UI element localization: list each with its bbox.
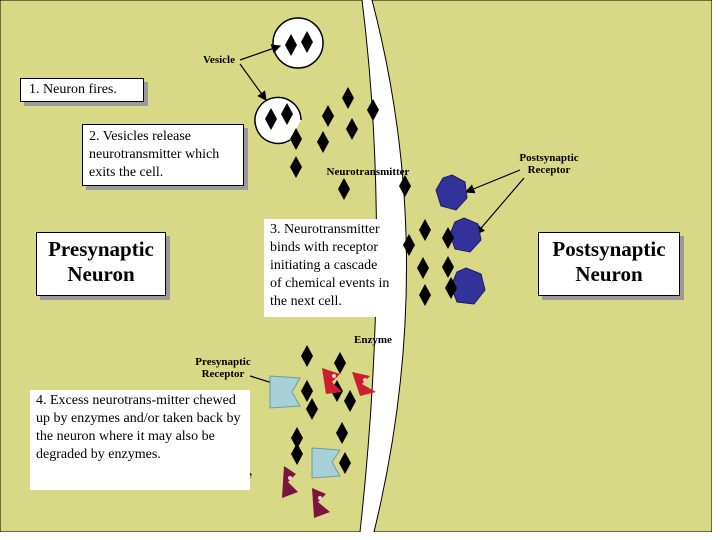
diamond-molecule-icon: [290, 128, 302, 150]
diamond-molecule-icon: [344, 390, 356, 412]
receptor-arrow-2: [475, 177, 525, 235]
pacman-enzyme-icon: [312, 488, 330, 518]
diamond-molecule-icon: [334, 352, 346, 374]
diamond-molecule-icon: [265, 108, 277, 130]
diamond-molecule-icon: [346, 118, 358, 140]
step-3-text: 3. Neurotransmitter binds with receptor …: [270, 222, 390, 309]
presynaptic-receptor-label: Presynaptic Receptor: [195, 356, 251, 380]
enzyme-dots: [288, 374, 367, 500]
postsynaptic-receptor-label: Postsynaptic Receptor: [519, 152, 579, 176]
vesicle-release: [254, 96, 302, 145]
bound-neurotransmitters: [403, 219, 457, 306]
vesicle-label: Vesicle: [203, 54, 235, 66]
vesicle-arrow-2: [239, 63, 267, 101]
pacman-enzyme-icon: [282, 466, 298, 498]
receptor-arrow-1: [464, 169, 521, 194]
frame-shadow-bottom: [0, 532, 720, 540]
enzymes-dark: [282, 466, 330, 518]
diamond-molecule-icon: [291, 443, 303, 465]
diamond-molecule-icon: [291, 427, 303, 449]
step-4-box: 4. Excess neurotrans-mitter chewed up by…: [30, 390, 250, 490]
diamond-molecule-icon: [338, 178, 350, 200]
diamond-molecule-icon: [445, 277, 457, 299]
diamond-molecule-icon: [290, 156, 302, 178]
step-2-box: 2. Vesicles release neurotransmitter whi…: [82, 124, 244, 186]
postsynaptic-receptors: [435, 174, 486, 305]
frame-shadow-right: [712, 0, 720, 540]
vesicle-top: [272, 17, 324, 69]
postsynaptic-neuron-label: Postsynaptic Neuron: [538, 232, 680, 296]
diamond-molecule-icon: [301, 380, 313, 402]
presynaptic-receptors: [269, 375, 341, 479]
step-1-box: 1. Neuron fires.: [20, 78, 144, 102]
diamond-molecule-icon: [285, 34, 297, 56]
reuptake-receptor-icon: [311, 447, 341, 479]
neurotransmitter-label: Neurotransmitter: [326, 166, 410, 178]
enzyme-label-top: Enzyme: [354, 334, 392, 346]
presynaptic-neuron-label: Presynaptic Neuron: [36, 232, 166, 296]
diamond-molecule-icon: [442, 256, 454, 278]
hexagon-receptor-icon: [435, 174, 468, 211]
vesicle-arrow-1: [239, 44, 282, 61]
diamond-molecule-icon: [336, 422, 348, 444]
step-1-text: 1. Neuron fires.: [29, 82, 117, 97]
neurotransmitter-cluster: [290, 87, 411, 200]
excess-neurotransmitters: [291, 345, 356, 474]
diamond-molecule-icon: [322, 105, 334, 127]
diamond-molecule-icon: [339, 452, 351, 474]
step-3-box: 3. Neurotransmitter binds with receptor …: [264, 219, 396, 317]
diamond-molecule-icon: [399, 175, 411, 197]
step-4-text: 4. Excess neurotrans-mitter chewed up by…: [36, 393, 241, 462]
diamond-molecule-icon: [317, 131, 329, 153]
diamond-molecule-icon: [417, 257, 429, 279]
diamond-molecule-icon: [342, 87, 354, 109]
diamond-molecule-icon: [442, 227, 454, 249]
diamond-molecule-icon: [306, 398, 318, 420]
diamond-molecule-icon: [281, 103, 293, 125]
pacman-enzyme-icon: [352, 372, 376, 396]
diamond-molecule-icon: [367, 99, 379, 121]
diamond-molecule-icon: [419, 219, 431, 241]
diamond-molecule-icon: [301, 31, 313, 53]
diamond-molecule-icon: [419, 284, 431, 306]
pacman-enzyme-icon: [322, 368, 342, 394]
enzymes-red: [322, 368, 376, 396]
hexagon-receptor-icon: [449, 217, 482, 253]
diamond-molecule-icon: [301, 345, 313, 367]
reuptake-receptor-icon: [269, 375, 301, 409]
step-2-text: 2. Vesicles release neurotransmitter whi…: [89, 129, 220, 180]
diamond-molecule-icon: [403, 234, 415, 256]
hexagon-receptor-icon: [450, 267, 486, 305]
